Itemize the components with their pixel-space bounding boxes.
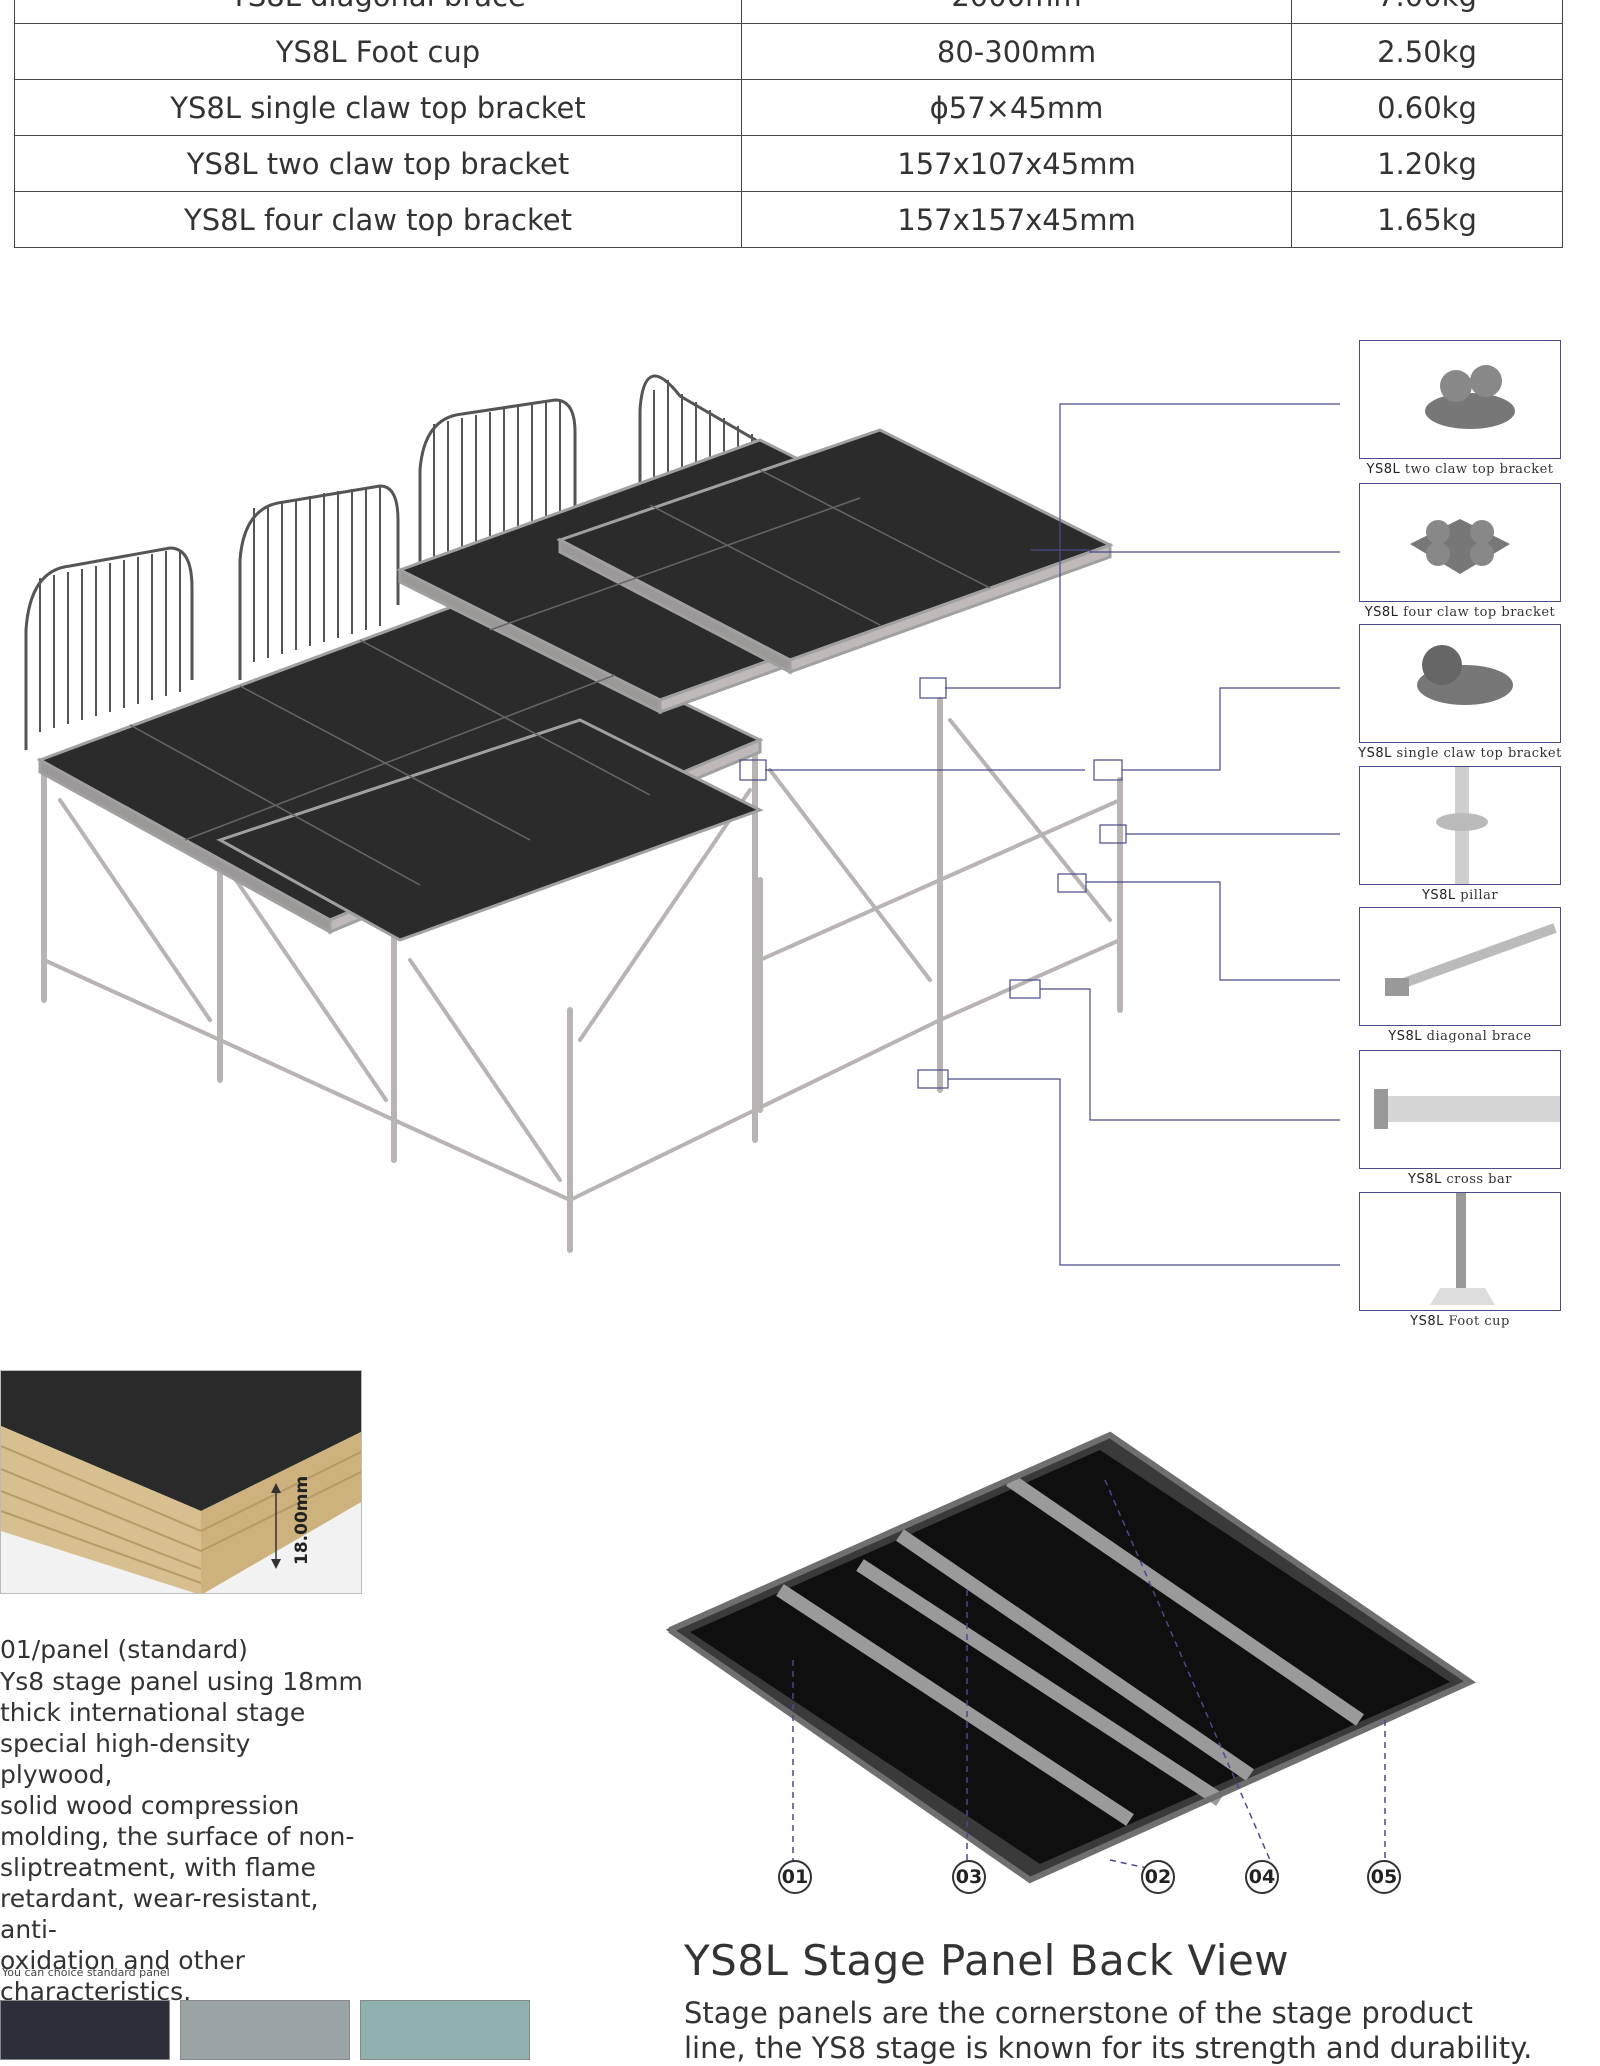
component-thumbnail: [1359, 907, 1561, 1026]
spec-name-cell: YS8L four claw top bracket: [14, 191, 742, 248]
component-thumbnail: [1359, 1050, 1561, 1169]
panel-choice-note: You can choice standard panel: [2, 1966, 170, 1979]
foot-cup-icon: [1430, 1193, 1495, 1305]
stage-decks: [36, 428, 1114, 942]
pillar-icon: [1436, 767, 1488, 884]
spec-name-cell: YS8L diagonal brace: [14, 0, 742, 24]
spec-weight-cell: 0.60kg: [1291, 79, 1563, 136]
component-label: YS8L four claw top bracket: [1340, 605, 1580, 620]
component-name: diagonal brace: [1426, 1029, 1532, 1044]
spec-weight-cell: 7.00kg: [1291, 0, 1563, 24]
spec-name-cell: YS8L single claw top bracket: [14, 79, 742, 136]
single-claw-bracket-icon: [1417, 645, 1513, 705]
panel-description-line: sliptreatment, with flame: [0, 1853, 316, 1882]
panel-thickness-label: 18.00mm: [292, 1475, 312, 1565]
component-code: YS8L: [1408, 1172, 1442, 1187]
two-claw-bracket-icon: [1425, 365, 1515, 429]
back-view-callout: 04: [1245, 1860, 1279, 1894]
back-view-callout: 05: [1367, 1860, 1401, 1894]
panel-title: 01/panel (standard): [0, 1635, 248, 1664]
barrier-railings: [24, 374, 791, 750]
back-view-callout: 03: [952, 1860, 986, 1894]
spec-size-cell: 2000mm: [741, 0, 1292, 24]
panel-swatch-black[interactable]: [0, 2000, 170, 2060]
component-code: YS8L: [1364, 605, 1399, 620]
plywood-panel-sample: [0, 1370, 362, 1594]
component-name: cross bar: [1446, 1172, 1512, 1187]
panel-swatch-grey-glass[interactable]: [180, 2000, 350, 2060]
component-name: two claw top bracket: [1404, 462, 1554, 477]
component-name: Foot cup: [1448, 1314, 1510, 1329]
panel-description-line: special high-density plywood,: [0, 1729, 251, 1789]
spec-weight-cell: 1.65kg: [1291, 191, 1563, 248]
stage-assembly-illustration: [24, 374, 1340, 1266]
component-thumbnail: [1359, 766, 1561, 885]
component-label: YS8L cross bar: [1340, 1172, 1580, 1187]
panel-description-line: Ys8 stage panel using 18mm: [0, 1667, 363, 1696]
spec-size-cell: 157x157x45mm: [741, 191, 1292, 248]
component-thumbnail: [1359, 624, 1561, 743]
back-view-description-line: Stage panels are the cornerstone of the …: [684, 1996, 1473, 2030]
spec-name-cell: YS8L Foot cup: [14, 23, 742, 80]
spec-weight-cell: 1.20kg: [1291, 135, 1563, 192]
component-code: YS8L: [1358, 746, 1392, 761]
back-view-title: YS8L Stage Panel Back View: [684, 1936, 1290, 1985]
panel-description-line: molding, the surface of non-: [0, 1822, 355, 1851]
spec-size-cell: ϕ57×45mm: [741, 79, 1292, 136]
cross-bar-icon: [1374, 1089, 1560, 1129]
back-view-callout: 02: [1141, 1860, 1175, 1894]
component-thumbnail: [1359, 340, 1561, 459]
diagonal-brace-icon: [1385, 923, 1557, 996]
component-label: YS8L pillar: [1340, 888, 1580, 903]
panel-description-line: solid wood compression: [0, 1791, 300, 1820]
component-thumbnail: [1359, 1192, 1561, 1311]
component-code: YS8L: [1410, 1314, 1444, 1329]
component-name: single claw top bracket: [1396, 746, 1562, 761]
four-claw-bracket-icon: [1410, 519, 1510, 574]
support-frame: [41, 697, 1123, 1253]
back-view-description: Stage panels are the cornerstone of the …: [684, 1996, 1584, 2066]
stage-panel-back-view: [665, 1431, 1477, 1884]
component-label: YS8L diagonal brace: [1340, 1029, 1580, 1044]
component-thumbnail: [1359, 483, 1561, 602]
spec-name-cell: YS8L two claw top bracket: [14, 135, 742, 192]
back-view-description-line: line, the YS8 stage is known for its str…: [684, 2031, 1533, 2065]
panel-description-line: oxidation and other: [0, 1946, 245, 1975]
panel-swatch-clear-glass[interactable]: [360, 2000, 530, 2060]
component-name: pillar: [1460, 888, 1499, 903]
component-label: YS8L two claw top bracket: [1340, 462, 1580, 477]
panel-description-line: retardant, wear-resistant, anti-: [0, 1884, 319, 1944]
spec-size-cell: 157x107x45mm: [741, 135, 1292, 192]
spec-row: YS8L diagonal brace2000mm7.00kg: [14, 0, 1563, 24]
component-name: four claw top bracket: [1403, 605, 1556, 620]
component-label: YS8L single claw top bracket: [1340, 746, 1580, 761]
component-label: YS8L Foot cup: [1340, 1314, 1580, 1329]
back-view-callout: 01: [778, 1860, 812, 1894]
component-code: YS8L: [1388, 1029, 1422, 1044]
spec-size-cell: 80-300mm: [741, 23, 1292, 80]
leader-lines: [739, 403, 1340, 1266]
spec-weight-cell: 2.50kg: [1291, 23, 1563, 80]
component-code: YS8L: [1366, 462, 1401, 477]
spec-table: YS8L diagonal brace2000mm7.00kgYS8L Foot…: [14, 0, 1563, 248]
panel-description-line: thick international stage: [0, 1698, 306, 1727]
component-code: YS8L: [1421, 888, 1456, 903]
